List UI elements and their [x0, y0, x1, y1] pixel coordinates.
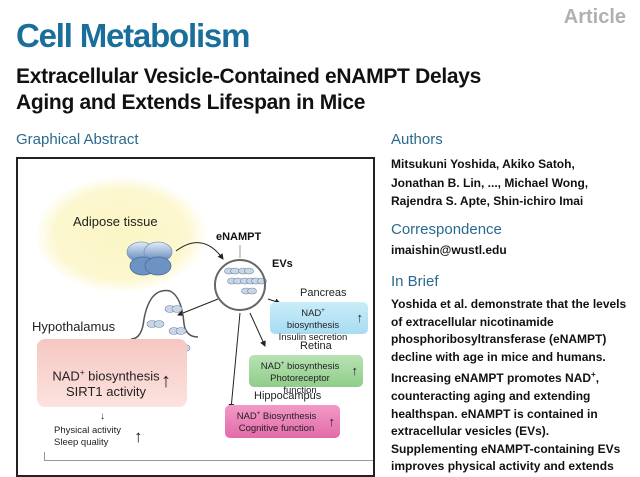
- hippocampus-box: NAD+ Biosynthesis Cognitive function ↑: [225, 405, 340, 438]
- correspondence-email[interactable]: imaishin@wustl.edu: [391, 243, 507, 257]
- authors-list: Mitsukuni Yoshida, Akiko Satoh, Jonathan…: [391, 157, 589, 208]
- extracellular-vesicle: [214, 259, 266, 311]
- authors-heading: Authors: [391, 131, 443, 148]
- adipose-cloud: [36, 177, 206, 292]
- up-arrow-icon: ↑: [328, 413, 336, 429]
- bracket-line: [44, 452, 373, 461]
- correspondence-heading: Correspondence: [391, 221, 502, 238]
- graphical-abstract-heading: Graphical Abstract: [16, 131, 139, 148]
- evs-label: EVs: [272, 258, 293, 270]
- enampt-label: eNAMPT: [216, 231, 262, 243]
- pancreas-box: NAD+ biosynthesis Insulin secretion ↑: [270, 302, 368, 343]
- adipose-label: Adipose tissue: [73, 214, 158, 229]
- article-type-label: Article: [563, 6, 626, 28]
- title-line-2: Aging and Extends Lifespan in Mice: [16, 91, 366, 114]
- pancreas-label: Pancreas: [300, 287, 347, 299]
- in-brief-text: Yoshida et al. demonstrate that the leve…: [391, 297, 627, 474]
- hippocampus-label: Hippocampus: [254, 390, 322, 402]
- enampt-protein-icon: [126, 241, 173, 276]
- retina-label: Retina: [300, 340, 332, 352]
- down-arrow-icon: ↓: [100, 411, 105, 422]
- graphical-abstract-figure: Adipose tissue: [16, 157, 375, 477]
- hypothalamus-box: NAD+ biosynthesis SIRT1 activity ↑: [37, 339, 187, 407]
- hypothalamus-outcomes: Physical activity Sleep quality: [54, 425, 122, 448]
- up-arrow-icon: ↑: [351, 363, 359, 378]
- up-arrow-icon: ↑: [134, 427, 143, 446]
- article-title: Extracellular Vesicle-Contained eNAMPT D…: [16, 64, 481, 116]
- title-line-1: Extracellular Vesicle-Contained eNAMPT D…: [16, 65, 482, 88]
- up-arrow-icon: ↑: [356, 310, 364, 325]
- in-brief-heading: In Brief: [391, 273, 439, 290]
- journal-name: Cell Metabolism: [16, 17, 250, 54]
- hypothalamus-label: Hypothalamus: [32, 319, 116, 334]
- up-arrow-icon: ↑: [161, 370, 171, 392]
- retina-box: NAD+ biosynthesis Photoreceptor function…: [249, 355, 363, 396]
